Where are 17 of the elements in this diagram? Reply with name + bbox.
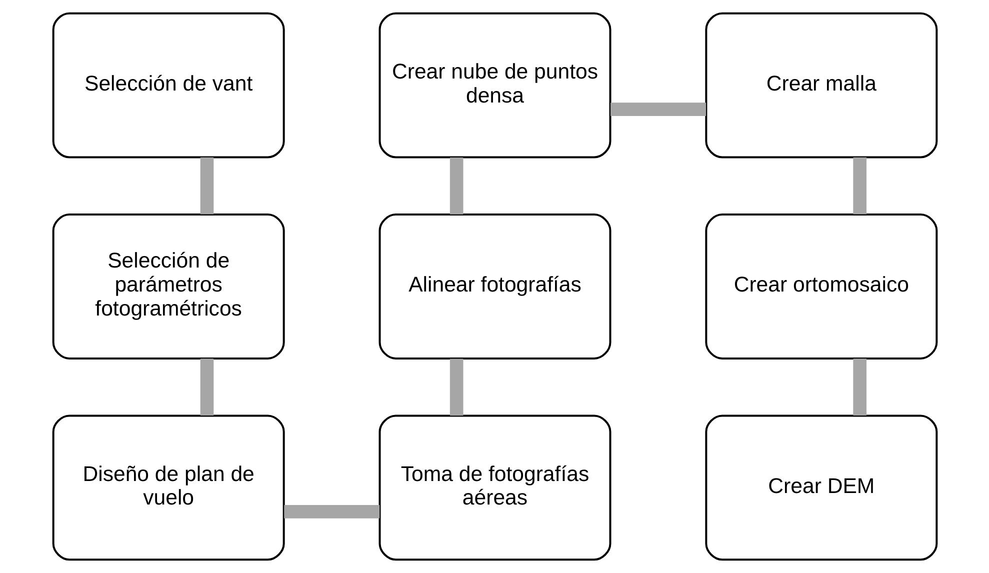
node-box: Crear ortomosaico bbox=[704, 214, 938, 360]
connector bbox=[852, 358, 866, 416]
node-box: Selección de vant bbox=[52, 12, 284, 158]
connector bbox=[200, 157, 214, 214]
connector bbox=[610, 102, 706, 116]
node-box: Crear DEM bbox=[704, 414, 938, 561]
node-box: Toma de fotografías aéreas bbox=[378, 414, 611, 561]
connector bbox=[852, 157, 866, 214]
node-box: Selección de parámetros fotogramétricos bbox=[52, 214, 284, 360]
connector bbox=[449, 158, 463, 214]
connector bbox=[200, 358, 214, 416]
node-box: Alinear fotografías bbox=[378, 214, 611, 360]
node-box: Crear malla bbox=[704, 12, 938, 158]
node-box: Crear nube de puntos densa bbox=[378, 12, 611, 158]
node-box: Diseño de plan de vuelo bbox=[52, 414, 284, 561]
connector bbox=[449, 358, 463, 416]
connector bbox=[284, 505, 380, 518]
